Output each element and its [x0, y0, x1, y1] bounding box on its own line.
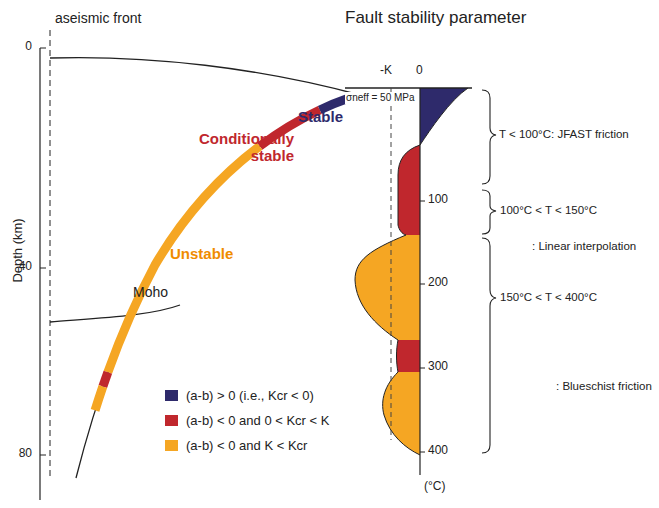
stable-region	[420, 88, 468, 145]
tick	[420, 284, 425, 285]
slab-interface	[76, 94, 362, 478]
zero-label: 0	[416, 64, 423, 78]
bracket-label: 100°C < T < 150°C	[500, 204, 597, 217]
stable-band	[76, 94, 362, 478]
bracket	[482, 238, 496, 453]
aseismic-front-line	[50, 30, 51, 478]
conditional-region	[398, 145, 420, 235]
tick	[40, 455, 46, 456]
zone-label: Conditionally stable	[184, 130, 294, 165]
conditional-band	[76, 94, 362, 478]
depth-tick: 0	[25, 40, 32, 54]
tick	[420, 452, 425, 453]
legend-text: (a-b) > 0 (i.e., Kcr < 0)	[186, 388, 314, 403]
legend-text: (a-b) < 0 and K < Kcr	[186, 438, 307, 453]
conditional-band	[76, 94, 362, 478]
front-label: aseismic front	[55, 10, 141, 26]
temp-tick: 300	[428, 360, 448, 374]
temperature-axis	[419, 88, 420, 475]
axis-label: Depth (km)	[11, 218, 26, 282]
legend-swatch	[165, 440, 178, 451]
k-label: -K	[380, 64, 392, 78]
depth-tick: 80	[19, 447, 32, 461]
surface-line	[50, 58, 360, 95]
moho-line	[50, 305, 180, 322]
temp-tick: 100	[428, 193, 448, 207]
bracket-label: : Linear interpolation	[532, 240, 636, 253]
legend-swatch	[165, 415, 178, 426]
top-axis	[345, 87, 472, 88]
legend-row: (a-b) > 0 (i.e., Kcr < 0)	[165, 388, 314, 403]
temp-tick: 400	[428, 444, 448, 458]
tick	[40, 268, 46, 269]
legend-row: (a-b) < 0 and 0 < Kcr < K	[165, 413, 329, 428]
profile-curve	[355, 88, 468, 455]
unstable-band	[76, 94, 362, 478]
panel-title: Fault stability parameter	[345, 8, 526, 28]
legend-row: (a-b) < 0 and K < Kcr	[165, 438, 307, 453]
tick	[420, 201, 425, 202]
bracket-label: 150°C < T < 400°C	[500, 291, 597, 304]
bracket	[482, 190, 496, 234]
stress-label: σneff = 50 MPa	[345, 92, 416, 104]
moho-label: Moho	[133, 284, 168, 300]
zone-label: Stable	[298, 108, 343, 125]
bracket-label: T < 100°C: JFAST friction	[499, 128, 629, 141]
legend-swatch	[165, 390, 178, 401]
tick	[40, 48, 46, 49]
depth-axis	[39, 48, 40, 500]
bracket-label: : Blueschist friction	[556, 380, 652, 393]
temp-tick: 200	[428, 276, 448, 290]
k-line	[391, 88, 392, 440]
unstable-region	[355, 235, 420, 340]
temp-unit: (°C)	[424, 480, 445, 494]
zone-label: Unstable	[170, 245, 233, 262]
tick	[420, 368, 425, 369]
unstable-band	[76, 94, 362, 478]
legend-text: (a-b) < 0 and 0 < Kcr < K	[186, 413, 329, 428]
bracket	[482, 90, 496, 184]
conditional-region	[397, 340, 421, 372]
